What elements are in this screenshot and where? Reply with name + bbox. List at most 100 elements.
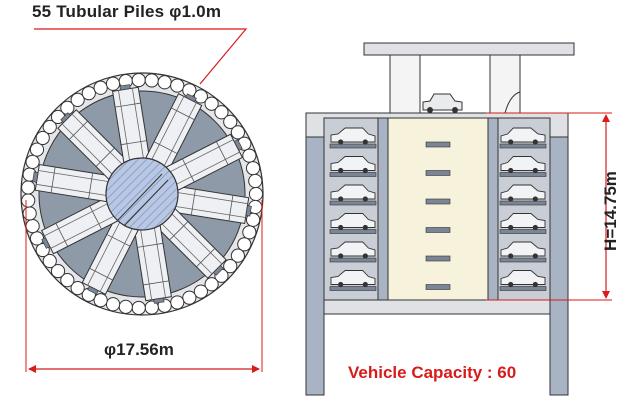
tubular-pile <box>131 300 146 316</box>
car-wheel <box>532 224 538 231</box>
car-body <box>500 241 546 257</box>
bay-rail <box>87 220 121 286</box>
tubular-pile <box>245 161 261 176</box>
tubular-pile <box>60 273 75 288</box>
parking-bay <box>81 217 139 296</box>
parking-levels <box>329 127 547 291</box>
parking-bay <box>172 185 252 224</box>
car-body <box>500 156 546 171</box>
tubular-pile <box>50 263 66 279</box>
pile-count-label: 55 Tubular Piles φ1.0m <box>32 2 222 21</box>
tubular-pile <box>204 277 219 292</box>
tubular-pile <box>29 231 45 246</box>
bay-rail <box>174 205 246 218</box>
tubular-pile <box>230 125 245 140</box>
bay-rail <box>140 228 153 300</box>
car-wheel <box>338 224 344 231</box>
parked-car <box>500 241 546 259</box>
level-slab-left <box>329 286 377 291</box>
car-wheel <box>362 224 368 231</box>
bay-stop <box>32 171 39 183</box>
parked-car <box>330 213 376 231</box>
level-slab-left <box>329 200 377 206</box>
roof-wall-right <box>489 54 521 114</box>
retaining-wall-right <box>549 136 569 396</box>
level-slab-left <box>329 257 377 263</box>
lift-level-marker <box>425 141 451 148</box>
bay-stop <box>153 297 165 304</box>
car-body <box>500 270 546 285</box>
vehicle-capacity-label: Vehicle Capacity : 60 <box>348 363 517 382</box>
bay-stop <box>87 285 99 295</box>
bay-divider <box>120 140 147 146</box>
car-wheel <box>362 196 368 202</box>
bay-stop <box>185 93 197 103</box>
bay-rail <box>38 170 110 183</box>
bay-stop <box>245 205 252 217</box>
section-view <box>305 42 612 396</box>
entrance-car <box>422 93 463 113</box>
level-slab-right <box>499 229 547 234</box>
car-wheel <box>338 167 344 174</box>
tubular-pile <box>214 105 229 120</box>
tubular-pile <box>42 253 57 269</box>
lift-level-marker <box>425 198 451 205</box>
bay-rail <box>61 123 114 176</box>
level-slab-right <box>499 257 547 263</box>
car-body <box>500 127 546 143</box>
car-body <box>330 184 376 200</box>
tubular-pile <box>204 96 219 111</box>
bay-stop <box>41 237 51 249</box>
shaft-column-left <box>377 117 389 301</box>
parking-bays <box>32 84 252 304</box>
tubular-pile <box>223 259 238 274</box>
bay-rail <box>170 212 223 265</box>
bay-divider <box>88 172 94 199</box>
parked-car <box>500 184 546 202</box>
turntable-track <box>123 179 169 227</box>
tubular-pile <box>118 299 133 314</box>
arrow-bottom <box>602 291 610 299</box>
tubular-pile <box>70 281 85 296</box>
parking-bay <box>165 133 244 191</box>
tubular-pile <box>242 225 257 240</box>
lift-level-marker <box>425 284 451 290</box>
pile-ring <box>21 72 264 316</box>
car-body <box>330 127 376 143</box>
tubular-pile <box>182 290 197 305</box>
tubular-pile <box>237 237 252 252</box>
bay-rail <box>160 222 213 275</box>
car-wheel <box>532 167 538 174</box>
base-slab <box>323 299 551 315</box>
tubular-pile <box>193 284 208 299</box>
tubular-pile <box>170 78 185 93</box>
bay-divider <box>215 141 229 165</box>
bay-divider <box>106 234 131 247</box>
car-wheel <box>532 139 538 145</box>
tubular-pile <box>21 180 36 195</box>
bay-rail <box>118 90 131 162</box>
tubular-pile <box>193 89 208 104</box>
tubular-pile <box>21 193 36 208</box>
bay-rail <box>131 88 144 160</box>
tubular-pile <box>25 154 40 169</box>
level-slab-left <box>329 143 377 149</box>
car-wheel <box>362 253 368 259</box>
bay-rail <box>71 113 124 166</box>
lift-level-marker <box>425 227 451 233</box>
bay-rail <box>168 139 234 173</box>
car-wheel <box>362 167 368 174</box>
tubular-pile <box>81 86 96 101</box>
tubular-pile <box>105 297 121 312</box>
level-slab-right <box>499 200 547 206</box>
level-slab-left <box>329 172 377 177</box>
bay-divider <box>196 248 216 268</box>
bay-divider <box>115 102 141 108</box>
car-body <box>500 213 546 228</box>
car-body <box>500 184 546 200</box>
tubular-pile <box>70 92 85 108</box>
bay-rail <box>150 96 185 161</box>
tubular-pile <box>248 186 264 202</box>
tubular-pile <box>42 119 57 135</box>
